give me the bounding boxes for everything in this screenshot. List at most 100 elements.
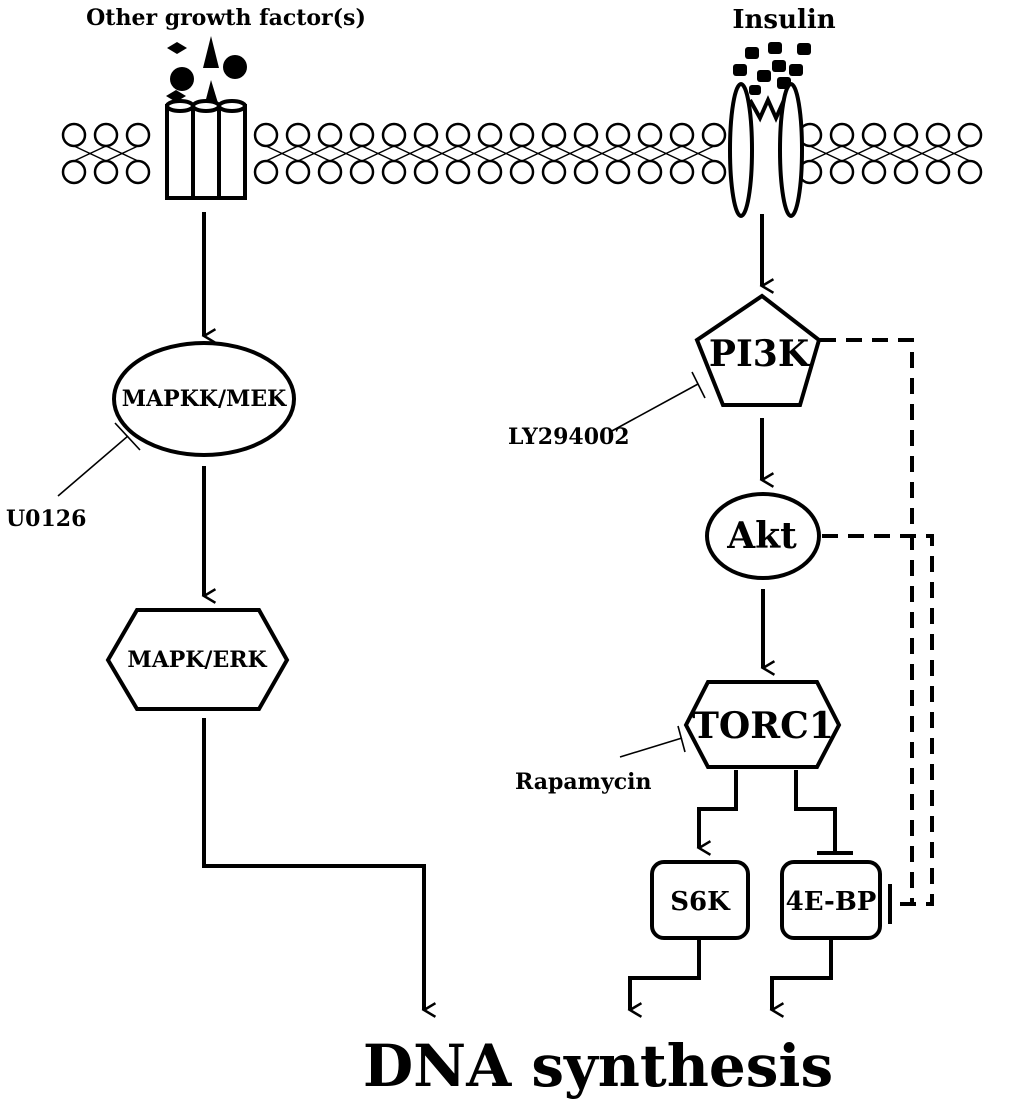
lipid-head <box>285 122 311 148</box>
lipid-head <box>477 159 503 185</box>
lipid-tail <box>841 145 875 162</box>
insulin-ligands <box>733 42 811 95</box>
lipid-head <box>93 159 119 185</box>
edge-torc1-to-ebp <box>794 770 837 851</box>
edge-erk-to-dna <box>202 718 424 1010</box>
lipid-tail <box>617 145 651 162</box>
growth-factor-label: Other growth factor(s) <box>86 5 366 31</box>
lipid-head <box>349 122 375 148</box>
s6k-label: S6K <box>670 887 731 917</box>
lipid-head <box>125 159 151 185</box>
lipid-tail <box>521 145 555 162</box>
edge-akt-to-ebp <box>822 534 934 906</box>
erk-label: MAPK/ERK <box>127 647 267 673</box>
lipid-head <box>381 159 407 185</box>
rapamycin-line <box>619 737 683 758</box>
lipid-head <box>957 122 983 148</box>
growth-factor-ligands <box>166 36 247 103</box>
edge-ebp-to-dna <box>772 938 833 1010</box>
lipid-head <box>605 159 631 185</box>
lipid-head <box>413 159 439 185</box>
lipid-tail <box>809 145 843 162</box>
mek-node <box>112 341 296 457</box>
growth-factor-receptor <box>165 99 247 200</box>
lipid-head <box>925 159 951 185</box>
lipid-head <box>445 159 471 185</box>
lipid-head <box>509 159 535 185</box>
ly294002-line <box>609 383 699 433</box>
lipid-head <box>861 159 887 185</box>
insulin-label: Insulin <box>732 5 835 35</box>
lipid-head <box>509 122 535 148</box>
lipid-head <box>925 122 951 148</box>
lipid-head <box>125 122 151 148</box>
lipid-tail <box>265 145 299 162</box>
lipid-head <box>541 159 567 185</box>
lipid-tail <box>105 145 139 162</box>
lipid-tail <box>937 145 971 162</box>
lipid-tail <box>681 145 715 162</box>
lipid-head <box>669 122 695 148</box>
lipid-head <box>829 159 855 185</box>
lipid-tail <box>425 145 459 162</box>
akt-node <box>705 492 821 580</box>
pi3k-node <box>694 293 822 407</box>
lipid-head <box>317 159 343 185</box>
lipid-head <box>829 122 855 148</box>
lipid-head <box>253 159 279 185</box>
lipid-head <box>477 122 503 148</box>
lipid-head <box>381 122 407 148</box>
lipid-tail <box>649 145 683 162</box>
lipid-tail <box>905 145 939 162</box>
lipid-tail <box>393 145 427 162</box>
edge-torc1-to-s6k <box>699 770 738 848</box>
pi3k-label: PI3K <box>709 333 811 375</box>
lipid-tail <box>585 145 619 162</box>
lipid-heads <box>61 122 983 185</box>
lipid-head <box>349 159 375 185</box>
torc1-label: TORC1 <box>692 705 834 747</box>
u0126-label: U0126 <box>6 506 86 532</box>
mek-label: MAPKK/MEK <box>122 386 287 412</box>
lipid-tail <box>457 145 491 162</box>
lipid-head <box>317 122 343 148</box>
rapamycin-label: Rapamycin <box>515 769 652 795</box>
ly294002-label: LY294002 <box>508 424 630 450</box>
lipid-head <box>413 122 439 148</box>
lipid-head <box>701 159 727 185</box>
lipid-head <box>637 159 663 185</box>
cell-membrane <box>61 122 983 185</box>
lipid-head <box>573 122 599 148</box>
dna-synthesis-label: DNA synthesis <box>363 1032 833 1100</box>
lipid-head <box>669 159 695 185</box>
ly294002-tbar <box>691 371 706 399</box>
lipid-tail <box>361 145 395 162</box>
lipid-head <box>61 122 87 148</box>
u0126-line <box>57 435 129 497</box>
lipid-head <box>285 159 311 185</box>
lipid-head <box>957 159 983 185</box>
rapamycin-tbar <box>677 725 686 753</box>
lipid-tail <box>873 145 907 162</box>
torc1-node <box>683 680 842 769</box>
lipid-head <box>893 122 919 148</box>
lipid-head <box>61 159 87 185</box>
lipid-head <box>637 122 663 148</box>
lipid-tail <box>297 145 331 162</box>
lipid-tail <box>329 145 363 162</box>
lipid-tail <box>553 145 587 162</box>
lipid-head <box>445 122 471 148</box>
ebp-label: 4E-BP <box>786 887 877 917</box>
edge-s6k-to-dna <box>630 938 701 1010</box>
akt-label: Akt <box>726 515 797 557</box>
erk-node <box>105 608 290 711</box>
lipid-head <box>573 159 599 185</box>
lipid-tail <box>73 145 107 162</box>
insulin-receptor <box>728 82 804 218</box>
lipid-tail <box>489 145 523 162</box>
lipid-head <box>541 122 567 148</box>
u0126-tbar <box>114 422 141 451</box>
lipid-tails <box>73 145 971 162</box>
lipid-head <box>701 122 727 148</box>
